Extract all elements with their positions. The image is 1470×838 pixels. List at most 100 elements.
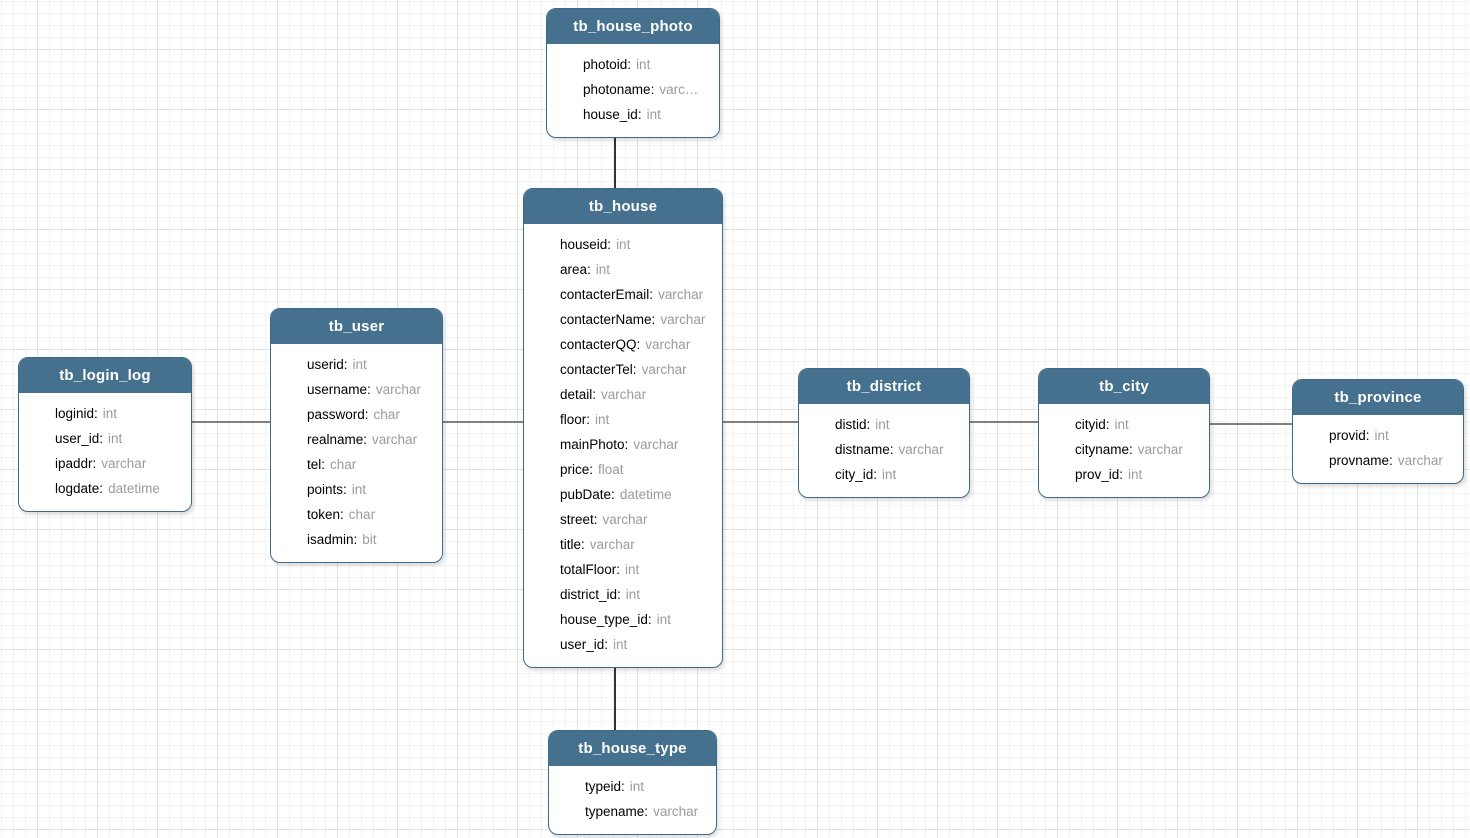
relationship-edge-tb_user-tb_house[interactable] [435, 421, 532, 423]
field-row[interactable]: cityname:varchar [1039, 437, 1201, 462]
field-row[interactable]: distname:varchar [799, 437, 961, 462]
field-separator: : [644, 804, 649, 819]
field-row[interactable]: pubDate:datetime [524, 482, 714, 507]
field-separator: : [651, 312, 656, 327]
field-name: cityid [1075, 417, 1106, 432]
field-name: tel [307, 457, 322, 472]
field-row[interactable]: provid:int [1293, 423, 1455, 448]
field-type: char [330, 457, 357, 472]
field-row[interactable]: contacterName:varchar [524, 307, 714, 332]
field-row[interactable]: houseid:int [524, 232, 714, 257]
field-row[interactable]: photoname:varc… [547, 77, 711, 102]
field-row[interactable]: totalFloor:int [524, 557, 714, 582]
field-row[interactable]: realname:varchar [271, 427, 434, 452]
field-row[interactable]: detail:varchar [524, 382, 714, 407]
field-separator: : [343, 357, 348, 372]
field-row[interactable]: password:char [271, 402, 434, 427]
field-name: city_id [835, 467, 874, 482]
field-name: contacterTel [560, 362, 633, 377]
table-title: tb_user [271, 309, 442, 344]
field-type: char [373, 407, 400, 422]
field-row[interactable]: mainPhoto:varchar [524, 432, 714, 457]
relationship-edge-tb_house-tb_house_type[interactable] [614, 655, 616, 742]
field-row[interactable]: area:int [524, 257, 714, 282]
field-separator: : [611, 487, 615, 502]
field-row[interactable]: photoid:int [547, 52, 711, 77]
field-row[interactable]: distid:int [799, 412, 961, 437]
field-row[interactable]: loginid:int [19, 401, 183, 426]
field-separator: : [363, 432, 368, 447]
field-row[interactable]: contacterTel:varchar [524, 357, 714, 382]
field-type: varc… [659, 82, 699, 97]
field-name: points [307, 482, 344, 497]
field-row[interactable]: district_id:int [524, 582, 714, 607]
field-name: title [560, 537, 582, 552]
field-separator: : [632, 362, 637, 377]
field-type: int [1128, 467, 1143, 482]
field-row[interactable]: tel:char [271, 452, 434, 477]
field-row[interactable]: points:int [271, 477, 434, 502]
field-row[interactable]: title:varchar [524, 532, 714, 557]
field-name: house_id [583, 107, 638, 122]
field-separator: : [592, 387, 597, 402]
field-row[interactable]: token:char [271, 502, 434, 527]
field-name: logdate [55, 481, 100, 496]
field-row[interactable]: provname:varchar [1293, 448, 1455, 473]
field-type: varchar [372, 432, 418, 447]
field-row[interactable]: price:float [524, 457, 714, 482]
field-name: cityname [1075, 442, 1130, 457]
relationship-edge-tb_house_photo-tb_house[interactable] [614, 120, 616, 200]
field-row[interactable]: username:varchar [271, 377, 434, 402]
relationship-edge-tb_district-tb_city[interactable] [960, 421, 1046, 423]
field-row[interactable]: user_id:int [524, 632, 714, 657]
field-separator: : [621, 779, 625, 794]
field-row[interactable]: street:varchar [524, 507, 714, 532]
field-type: int [1114, 417, 1129, 432]
field-separator: : [1119, 467, 1124, 482]
field-name: provid [1329, 428, 1366, 443]
field-row[interactable]: typeid:int [549, 774, 708, 799]
field-row[interactable]: userid:int [271, 352, 434, 377]
field-type: int [656, 612, 671, 627]
field-name: distname [835, 442, 890, 457]
field-row[interactable]: user_id:int [19, 426, 183, 451]
relationship-edge-tb_city-tb_province[interactable] [1200, 423, 1300, 425]
field-separator: : [650, 82, 655, 97]
field-row[interactable]: typename:varchar [549, 799, 708, 824]
field-row[interactable]: isadmin:bit [271, 527, 434, 552]
field-row[interactable]: city_id:int [799, 462, 961, 487]
relationship-edge-tb_house-tb_district[interactable] [714, 421, 806, 423]
field-row[interactable]: house_type_id:int [524, 607, 714, 632]
field-row[interactable]: ipaddr:varchar [19, 451, 183, 476]
field-separator: : [649, 287, 654, 302]
table-title: tb_house_type [549, 731, 716, 766]
field-separator: : [1129, 442, 1133, 457]
field-name: isadmin [307, 532, 354, 547]
field-name: totalFloor [560, 562, 617, 577]
field-row[interactable]: floor:int [524, 407, 714, 432]
field-row[interactable]: logdate:datetime [19, 476, 183, 501]
field-row[interactable]: prov_id:int [1039, 462, 1201, 487]
field-type: varchar [633, 437, 679, 452]
relationship-edge-tb_login_log-tb_user[interactable] [185, 421, 280, 423]
field-separator: : [636, 337, 641, 352]
field-row[interactable]: cityid:int [1039, 412, 1201, 437]
field-row[interactable]: contacterEmail:varchar [524, 282, 714, 307]
field-type: datetime [619, 487, 672, 502]
field-separator: : [647, 612, 652, 627]
field-type: int [595, 262, 611, 277]
field-row[interactable]: house_id:int [547, 102, 711, 127]
field-row[interactable]: contacterQQ:varchar [524, 332, 714, 357]
